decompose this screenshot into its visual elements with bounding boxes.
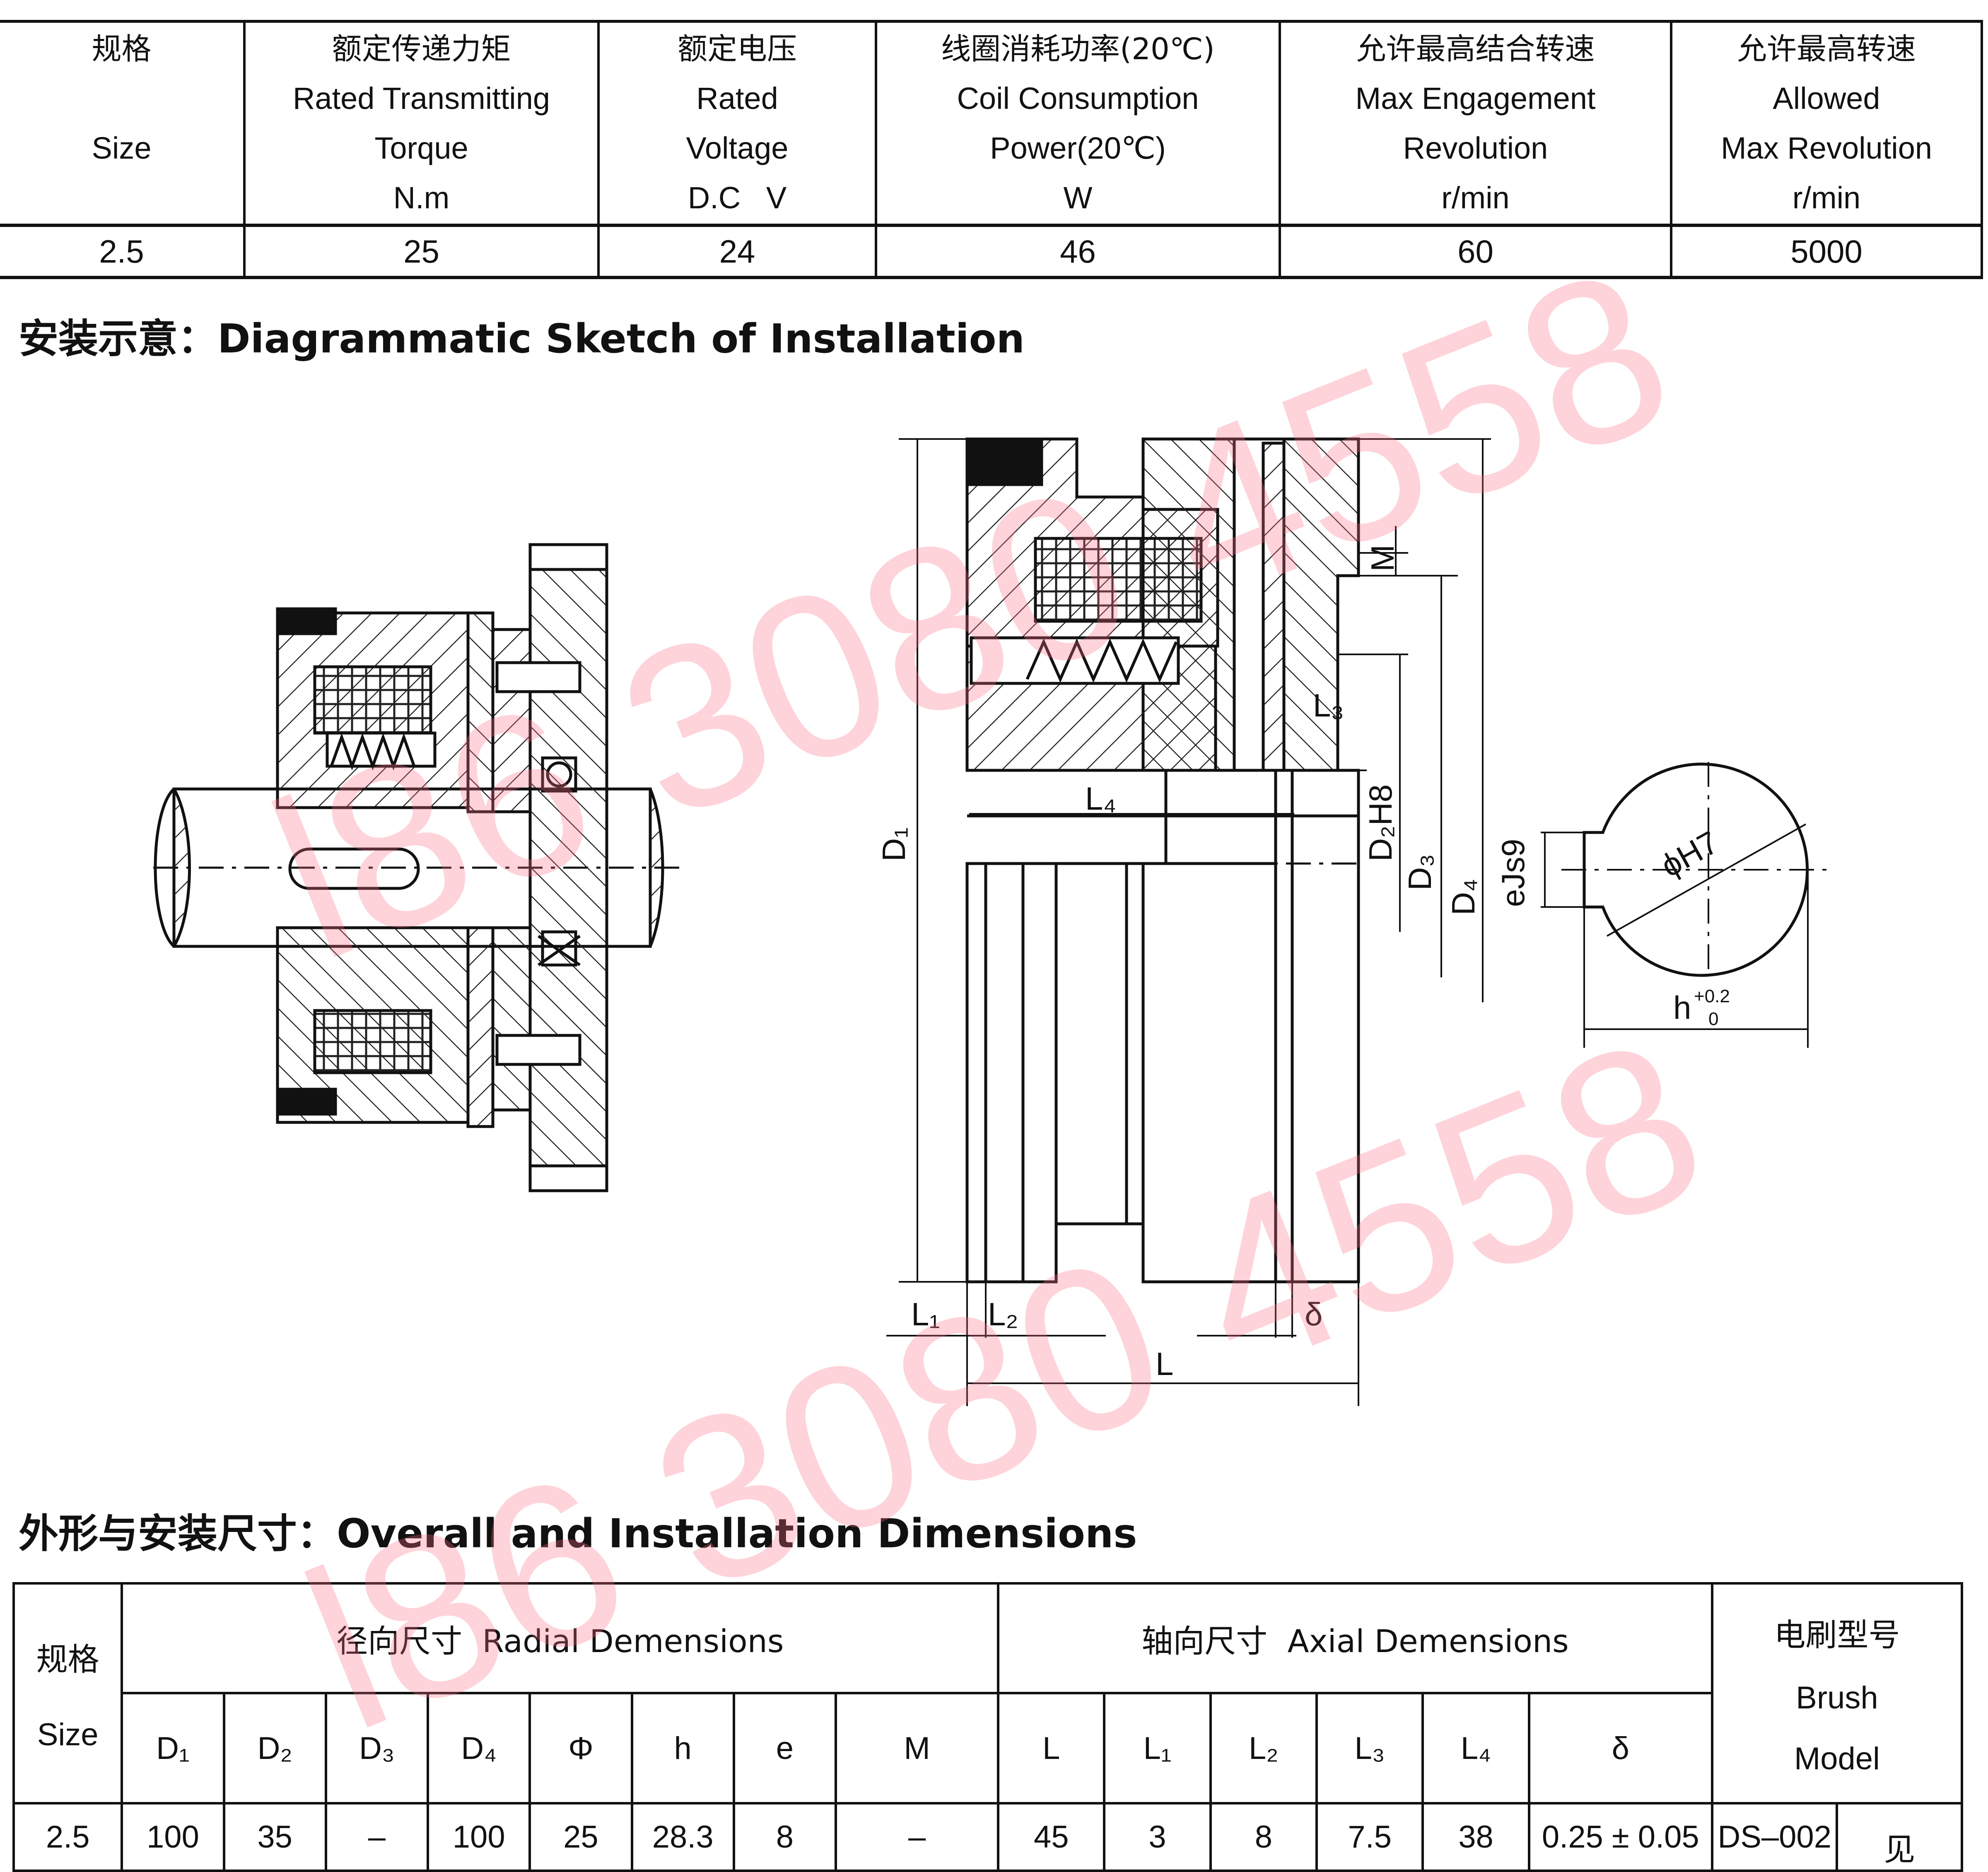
label-h-tol-upper: +0.2 xyxy=(1694,986,1730,1006)
dims-value-size: 2.5 xyxy=(12,1802,123,1872)
dims-header-radial: 径向尺寸 Radial Demensions xyxy=(121,1582,1000,1695)
dims-col-l3: L₃ xyxy=(1315,1692,1424,1804)
dims-value-d2: 35 xyxy=(222,1802,327,1872)
dims-col-delta: δ xyxy=(1527,1692,1713,1804)
label-l1: L₁ xyxy=(911,1296,940,1332)
dims-header-brush: 电刷型号 Brush Model xyxy=(1711,1582,1964,1804)
label-d4: D₄ xyxy=(1445,879,1481,915)
spec-header-maxrev: 允许最高转速 Allowed Max Revolution r/min xyxy=(1670,20,1983,227)
dims-value-l3: 7.5 xyxy=(1315,1802,1424,1872)
spec-table: 规格 Size 额定传递力矩 Rated Transmitting Torque… xyxy=(0,20,1983,279)
label-ejs9: eJs9 xyxy=(1495,839,1531,907)
dims-value-trailing-note: 见 xyxy=(1836,1802,1963,1872)
label-l2: L₂ xyxy=(988,1296,1018,1332)
section-title-dimensions: 外形与安装尺寸：Overall and Installation Dimensi… xyxy=(19,1510,1137,1557)
dimension-labels: D₁ D₂H8 D₃ D₄ eJs9 M L₃ L₄ L₁ L₂ δ L ϕH7… xyxy=(876,545,1730,1382)
spec-value-maxrev: 5000 xyxy=(1670,225,1983,279)
spec-header-row: 规格 Size 额定传递力矩 Rated Transmitting Torque… xyxy=(0,20,1983,227)
spec-header-power: 线圈消耗功率(20℃) Coil Consumption Power(20℃) … xyxy=(875,20,1281,227)
label-l4: L₄ xyxy=(1085,780,1116,817)
dims-col-l2: L₂ xyxy=(1209,1692,1318,1804)
label-l: L xyxy=(1156,1346,1173,1382)
dims-value-brush: DS–002 xyxy=(1711,1802,1838,1872)
dims-value-l: 45 xyxy=(997,1802,1106,1872)
dims-col-l: L xyxy=(997,1692,1106,1804)
spec-value-row: 2.5 25 24 46 60 5000 xyxy=(0,225,1983,279)
section-drawing xyxy=(886,437,1491,1406)
label-d1: D₁ xyxy=(876,827,912,861)
dims-col-m: M xyxy=(835,1692,1000,1804)
label-d3: D₃ xyxy=(1402,854,1438,890)
dims-header-size: 规格 Size xyxy=(12,1582,123,1804)
dims-value-row: 2.5 100 35 – 100 25 28.3 8 – 45 3 8 7.5 … xyxy=(12,1802,1963,1872)
dims-value-d1: 100 xyxy=(121,1802,225,1872)
dims-col-d1: D₁ xyxy=(121,1692,225,1804)
spec-header-size: 规格 Size xyxy=(0,20,246,227)
dims-column-header-row: D₁ D₂ D₃ D₄ Φ h e M L L₁ L₂ L₃ L₄ δ xyxy=(14,1692,1962,1804)
spec-value-torque: 25 xyxy=(243,225,600,279)
spec-value-engagement: 60 xyxy=(1279,225,1672,279)
left-assembly-sketch xyxy=(153,543,683,1192)
dims-col-d4: D₄ xyxy=(427,1692,531,1804)
spec-header-torque: 额定传递力矩 Rated Transmitting Torque N.m xyxy=(243,20,600,227)
label-m: M xyxy=(1364,545,1401,572)
dims-value-l1: 3 xyxy=(1103,1802,1212,1872)
dims-value-h: 28.3 xyxy=(630,1802,735,1872)
dims-col-d2: D₂ xyxy=(222,1692,327,1804)
dims-col-d3: D₃ xyxy=(324,1692,429,1804)
label-d2h8: D₂H8 xyxy=(1362,784,1399,861)
dims-value-m: – xyxy=(835,1802,1000,1872)
spec-header-engagement: 允许最高结合转速 Max Engagement Revolution r/min xyxy=(1279,20,1672,227)
bore-detail-drawing xyxy=(1541,762,1831,1048)
dims-value-phi: 25 xyxy=(528,1802,633,1872)
dims-col-e: e xyxy=(732,1692,837,1804)
spec-value-voltage: 24 xyxy=(597,225,877,279)
label-h: h xyxy=(1673,989,1691,1026)
label-delta: δ xyxy=(1305,1296,1322,1332)
section-title-install: 安装示意：Diagrammatic Sketch of Installation xyxy=(19,316,1025,362)
dims-col-h: h xyxy=(630,1692,735,1804)
dims-value-e: 8 xyxy=(732,1802,837,1872)
dims-value-d4: 100 xyxy=(427,1802,531,1872)
spec-header-voltage: 额定电压 Rated Voltage D.C V xyxy=(597,20,877,227)
installation-drawing: D₁ D₂H8 D₃ D₄ eJs9 M L₃ L₄ L₁ L₂ δ L ϕH7… xyxy=(153,437,1831,1406)
dims-group-header-row: 规格 Size 径向尺寸 Radial Demensions 轴向尺寸 Axia… xyxy=(12,1582,1964,1804)
dims-value-delta: 0.25 ± 0.05 xyxy=(1527,1802,1713,1872)
dims-col-l1: L₁ xyxy=(1103,1692,1212,1804)
label-l3: L₃ xyxy=(1313,687,1344,724)
dims-value-l2: 8 xyxy=(1209,1802,1318,1872)
spec-value-power: 46 xyxy=(875,225,1281,279)
dimensions-table: 规格 Size 径向尺寸 Radial Demensions 轴向尺寸 Axia… xyxy=(12,1582,1964,1872)
label-h-tol-lower: 0 xyxy=(1708,1009,1718,1029)
dims-value-l4: 38 xyxy=(1421,1802,1530,1872)
spec-value-size: 2.5 xyxy=(0,225,246,279)
dims-col-l4: L₄ xyxy=(1421,1692,1530,1804)
dims-header-axial: 轴向尺寸 Axial Demensions xyxy=(997,1582,1713,1695)
dims-col-phi: Φ xyxy=(528,1692,633,1804)
dims-value-d3: – xyxy=(324,1802,429,1872)
